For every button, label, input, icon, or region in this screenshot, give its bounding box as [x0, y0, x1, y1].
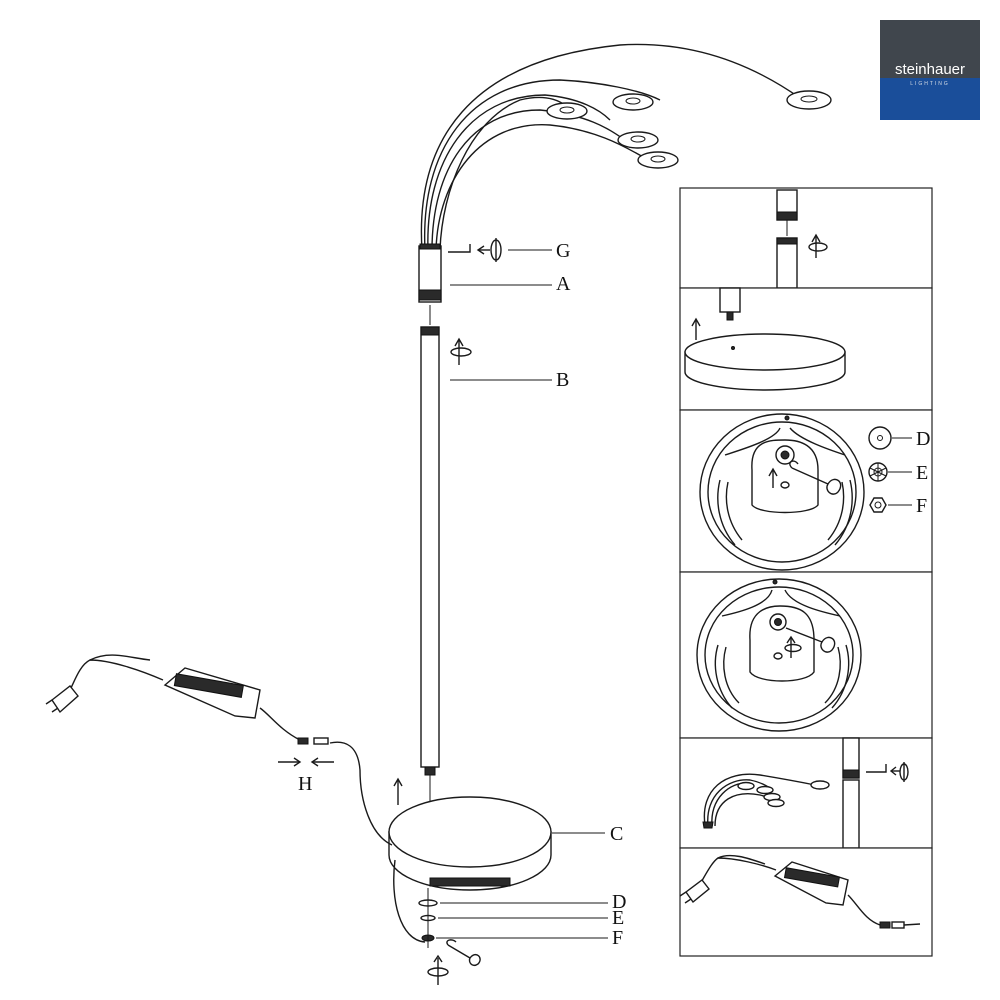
step-3-panel: D E F — [679, 409, 933, 573]
brand-subtitle: LIGHTING — [910, 81, 950, 87]
part-a-connector — [418, 243, 442, 303]
label-f: F — [612, 927, 623, 949]
step3-lock-washer-e — [868, 462, 888, 482]
up-arrow-icon — [393, 777, 403, 805]
lamp-head-4 — [617, 131, 659, 149]
plug-icon — [45, 685, 79, 714]
brand-logo: steinhauer LIGHTING — [880, 20, 980, 120]
leader-lines — [436, 249, 608, 939]
lamp-head-2 — [612, 93, 654, 111]
label-a: A — [556, 273, 571, 295]
step-panels: D E F — [679, 187, 933, 957]
hex-key-icon — [866, 764, 887, 773]
step-2-panel — [679, 287, 933, 411]
part-b-pole — [420, 305, 440, 810]
brand-name: steinhauer — [894, 61, 966, 78]
plug-icon — [679, 879, 710, 904]
part-c-base — [388, 796, 552, 891]
rotate-arrow-icon — [450, 337, 472, 365]
step3-label-f: F — [916, 495, 927, 517]
rotate-arrow-icon — [889, 762, 909, 782]
rotate-arrow-icon — [784, 635, 802, 658]
led-driver — [163, 667, 261, 719]
wrench-icon — [785, 627, 836, 653]
cable-connector — [297, 737, 329, 745]
up-arrow-icon — [768, 467, 778, 488]
rotate-arrow-icon — [476, 238, 502, 262]
rotate-arrow-icon — [808, 233, 828, 258]
wrench-icon — [446, 939, 481, 967]
connect-arrows-icon — [278, 757, 334, 767]
lamp-head-3 — [546, 102, 588, 120]
step3-label-d: D — [916, 428, 930, 450]
label-b: B — [556, 369, 569, 391]
step-5-panel — [679, 737, 933, 849]
step3-nut-f — [869, 497, 887, 513]
label-e: E — [612, 907, 624, 929]
step-6-panel — [679, 847, 933, 957]
step3-label-e: E — [916, 462, 928, 484]
label-c: C — [610, 823, 623, 845]
lamp-head-1 — [786, 90, 832, 110]
step-1-panel — [679, 187, 933, 289]
step3-washer-d — [868, 426, 892, 450]
power-cable — [69, 654, 426, 943]
lamp-head-5 — [637, 151, 679, 169]
led-driver — [773, 861, 849, 906]
up-arrow-icon — [691, 317, 701, 340]
step-4-panel — [679, 571, 933, 739]
label-g: G — [556, 240, 570, 262]
rotate-arrow-icon — [427, 954, 449, 985]
label-d: D — [612, 891, 626, 913]
label-h: H — [298, 773, 312, 795]
wrench-icon — [789, 460, 842, 495]
lamp-head-arms — [420, 43, 832, 251]
hex-key-icon — [448, 244, 471, 253]
cable-connector — [879, 921, 905, 929]
